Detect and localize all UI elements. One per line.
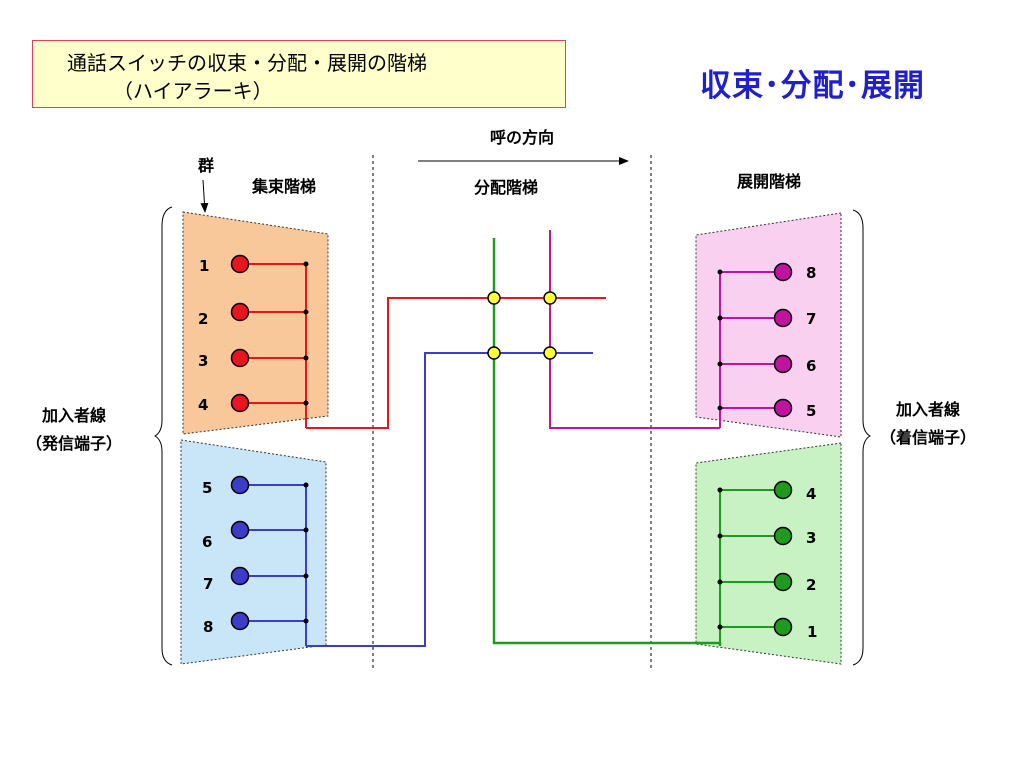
left-terminal-number: 5	[202, 479, 212, 497]
terminal-left-3	[230, 348, 250, 368]
title-box: 通話スイッチの収束・分配・展開の階梯 （ハイアラーキ）	[32, 40, 566, 108]
right-terminal-number: 6	[806, 357, 816, 375]
right-upper-group	[695, 212, 842, 438]
right-lower-bus-dots	[717, 487, 723, 630]
title-line-1: 通話スイッチの収束・分配・展開の階梯	[67, 51, 427, 75]
right-terminal-number: 1	[807, 623, 817, 641]
red-link	[306, 297, 606, 429]
right-subscriber-terminal-label: （着信端子）	[880, 428, 976, 447]
terminal-right-4	[773, 480, 793, 500]
left-lower-bus-dots	[303, 482, 309, 624]
terminal-right-6	[773, 354, 793, 374]
left-subscriber-lines-label: 加入者線	[41, 406, 106, 425]
terminal-right-3	[773, 526, 793, 546]
terminal-left-4	[230, 393, 250, 413]
main-heading: 収束･分配･展開	[700, 68, 925, 104]
terminal-left-8	[230, 611, 250, 631]
terminal-left-1	[230, 254, 250, 274]
group-label: 群	[198, 156, 214, 175]
left-subscriber-terminal-label: （発信端子）	[26, 434, 122, 453]
group-pointer-arrow	[200, 179, 209, 213]
left-upper-bus-dots	[303, 261, 309, 406]
terminal-left-6	[230, 520, 250, 540]
right-terminal-number: 2	[806, 576, 816, 594]
left-terminal-number: 6	[202, 533, 212, 551]
terminal-left-5	[230, 475, 250, 495]
expansion-stage-label: 展開階梯	[737, 172, 801, 191]
distribution-stage-label: 分配階梯	[474, 178, 538, 197]
left-terminal-number: 8	[203, 618, 213, 636]
terminal-right-5	[773, 398, 793, 418]
right-upper-wiring	[719, 270, 776, 428]
concentration-stage-label: 集束階梯	[251, 177, 316, 196]
right-bracket	[852, 209, 872, 666]
right-terminal-number: 3	[806, 529, 816, 547]
crosspoint-red-green	[487, 291, 501, 305]
title-line-2: （ハイアラーキ）	[113, 79, 273, 103]
left-terminal-number: 7	[203, 575, 213, 593]
crosspoint-blue-green	[487, 346, 501, 360]
terminal-left-2	[230, 302, 250, 322]
right-terminal-number: 7	[806, 310, 816, 328]
left-terminal-number: 1	[199, 257, 209, 275]
right-lower-wiring	[719, 489, 776, 646]
blue-link	[306, 352, 593, 647]
terminal-right-7	[773, 308, 793, 328]
right-upper-bus-dots	[717, 269, 723, 411]
call-direction-label: 呼の方向	[490, 128, 554, 147]
terminal-right-2	[773, 572, 793, 592]
green-link	[492, 238, 722, 646]
left-terminal-number: 4	[198, 396, 208, 414]
right-terminal-number: 4	[806, 485, 816, 503]
left-terminal-number: 2	[198, 310, 208, 328]
terminal-left-7	[230, 566, 250, 586]
right-subscriber-lines-label: 加入者線	[895, 400, 960, 419]
crosspoint-blue-magenta	[543, 346, 557, 360]
left-bracket	[153, 206, 173, 666]
crosspoint-red-magenta	[543, 291, 557, 305]
terminal-right-8	[773, 262, 793, 282]
magenta-link	[549, 230, 720, 429]
right-lower-group	[695, 442, 842, 665]
right-terminal-number: 8	[806, 264, 816, 282]
left-upper-group	[182, 211, 329, 435]
right-terminal-number: 5	[806, 402, 816, 420]
terminal-right-1	[773, 617, 793, 637]
left-terminal-number: 3	[198, 352, 208, 370]
